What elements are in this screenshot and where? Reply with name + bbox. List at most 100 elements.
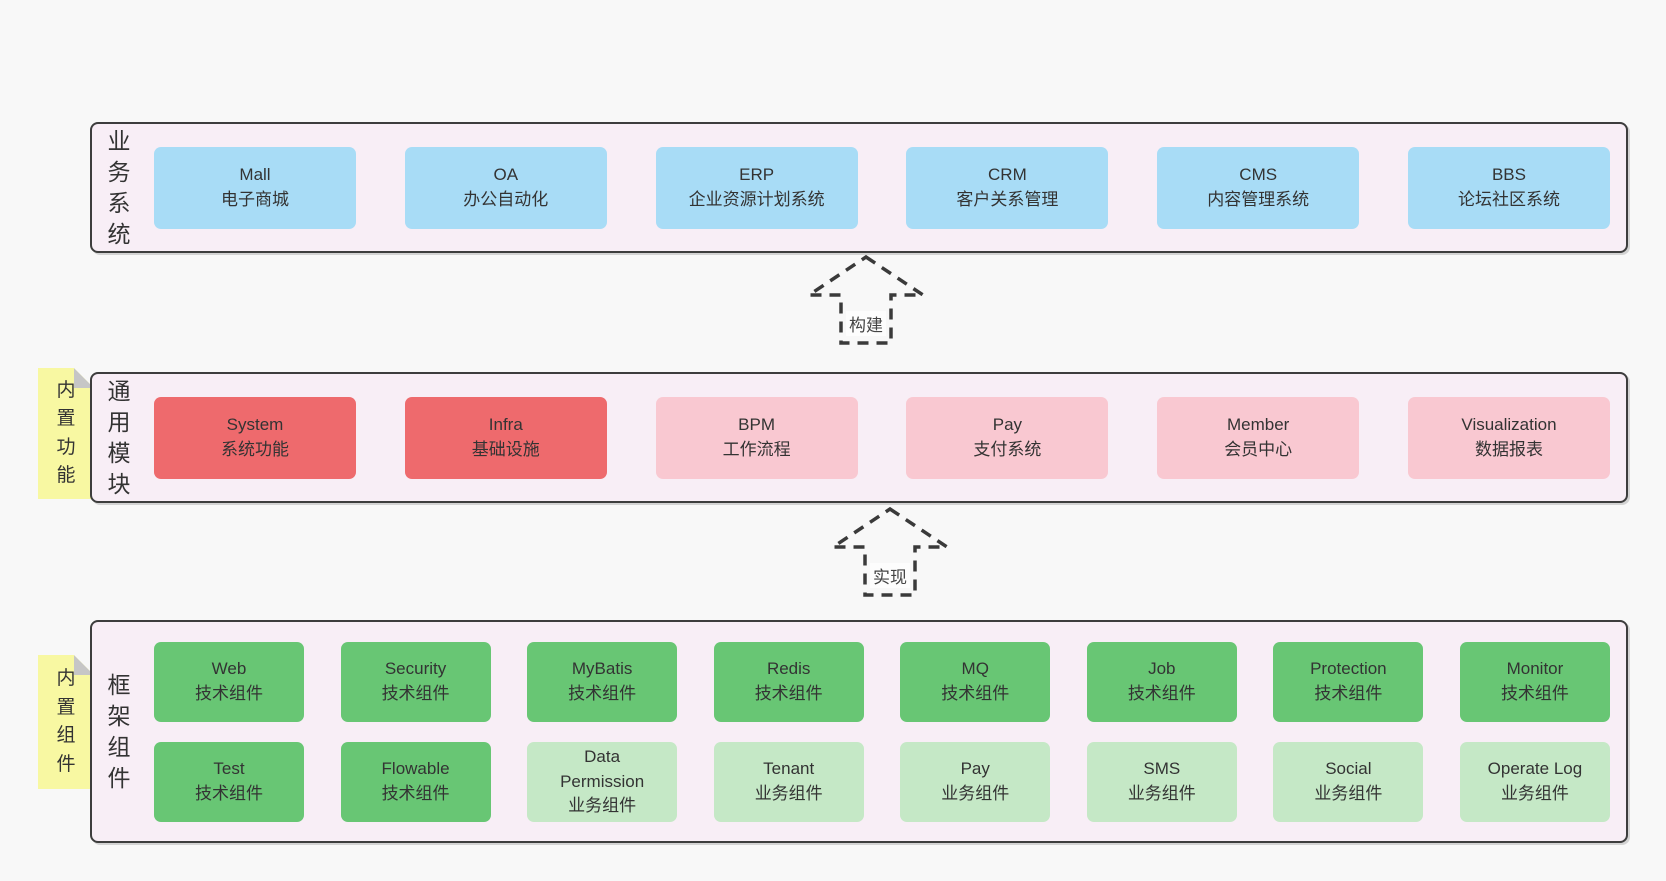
box-security: Security 技术组件 (340, 642, 491, 722)
business-systems-panel: 业务系统 Mall 电子商城 OA 办公自动化 ERP 企业资源计划系统 CRM… (90, 122, 1628, 253)
panel-title: 业务系统 (107, 127, 131, 247)
box-crm: CRM 客户关系管理 (906, 146, 1109, 229)
box-name: Visualization (1461, 414, 1557, 434)
panel-title: 通用模块 (107, 377, 131, 497)
box-row: System 系统功能 Infra 基础设施 BPM 工作流程 Pay 支付系统… (154, 374, 1610, 501)
box-subtitle: 业务组件 (1127, 784, 1196, 803)
box-name: Monitor (1506, 659, 1564, 679)
box-erp: ERP 企业资源计划系统 (655, 146, 858, 229)
box-name: Pay (992, 414, 1023, 434)
box-subtitle: 客户关系管理 (956, 189, 1059, 209)
box-test: Test 技术组件 (154, 742, 304, 822)
box-subtitle: 基础设施 (471, 439, 540, 459)
box-tenant: Tenant 业务组件 (713, 742, 864, 822)
box-subtitle: 技术组件 (381, 684, 450, 703)
box-mybatis: MyBatis 技术组件 (527, 642, 678, 722)
box-member: Member 会员中心 (1157, 396, 1360, 479)
box-job: Job 技术组件 (1086, 642, 1237, 722)
box-system: System 系统功能 (154, 396, 356, 479)
framework-components-panel: 框架组件 Web 技术组件 Security 技术组件 MyBatis 技术组件… (90, 620, 1628, 843)
box-name: Social (1325, 759, 1372, 779)
box-subtitle: 业务组件 (754, 784, 823, 803)
sticky-note-label: 内置功能 (56, 379, 76, 486)
box-subtitle: 业务组件 (1314, 784, 1383, 803)
box-cms: CMS 内容管理系统 (1157, 146, 1360, 229)
box-subtitle: 会员中心 (1224, 439, 1293, 459)
up-arrow-icon (806, 254, 926, 345)
box-name: Mall (239, 164, 271, 184)
box-subtitle: 企业资源计划系统 (688, 189, 825, 209)
arrow-label: 实现 (870, 563, 910, 588)
box-pay-component: Pay 业务组件 (900, 742, 1051, 822)
box-row: Mall 电子商城 OA 办公自动化 ERP 企业资源计划系统 CRM 客户关系… (154, 124, 1610, 251)
box-name: CRM (988, 164, 1027, 184)
box-name: Operate Log (1487, 759, 1583, 779)
box-subtitle: 技术组件 (1500, 684, 1569, 703)
box-name: Web (211, 659, 247, 679)
box-name: CMS (1239, 164, 1278, 184)
box-subtitle: 技术组件 (941, 684, 1010, 703)
box-subtitle: 系统功能 (221, 439, 289, 459)
box-monitor: Monitor 技术组件 (1459, 642, 1610, 722)
box-name: SMS (1143, 759, 1181, 779)
box-name: Job (1148, 659, 1176, 679)
box-subtitle: 技术组件 (568, 684, 637, 703)
box-subtitle: 业务组件 (1500, 784, 1569, 803)
box-subtitle: 工作流程 (722, 439, 791, 459)
box-subtitle: 内容管理系统 (1207, 189, 1310, 209)
box-subtitle: 电子商城 (221, 189, 289, 209)
box-name: Member (1227, 414, 1290, 434)
box-subtitle: 技术组件 (195, 784, 263, 803)
box-oa: OA 办公自动化 (404, 146, 607, 229)
box-subtitle: 支付系统 (973, 439, 1042, 459)
box-subtitle: 技术组件 (381, 784, 450, 803)
box-name: MQ (961, 659, 989, 679)
box-subtitle: 数据报表 (1474, 439, 1543, 459)
box-web: Web 技术组件 (154, 642, 304, 722)
box-data-permission: Data Permission 业务组件 (527, 742, 678, 822)
panel-title: 框架组件 (107, 671, 131, 791)
box-operate-log: Operate Log 业务组件 (1459, 742, 1610, 822)
box-name: Data Permission (560, 747, 645, 791)
build-arrow: 构建 (806, 254, 926, 346)
box-subtitle: 技术组件 (1314, 684, 1383, 703)
box-name: Infra (488, 414, 523, 434)
box-infra: Infra 基础设施 (404, 396, 607, 479)
box-flowable: Flowable 技术组件 (340, 742, 491, 822)
box-name: Tenant (763, 759, 815, 779)
box-redis: Redis 技术组件 (713, 642, 864, 722)
up-arrow-icon (830, 506, 950, 597)
box-subtitle: 技术组件 (1127, 684, 1196, 703)
arrow-label: 构建 (846, 311, 886, 336)
box-name: OA (493, 164, 519, 184)
box-name: BPM (738, 414, 776, 434)
sticky-note-builtin-components: 内置组件 (38, 655, 94, 789)
sticky-note-label: 内置组件 (56, 668, 76, 775)
box-name: Test (213, 759, 245, 779)
box-subtitle: 业务组件 (941, 784, 1010, 803)
box-subtitle: 论坛社区系统 (1457, 189, 1560, 209)
common-modules-panel: 通用模块 System 系统功能 Infra 基础设施 BPM 工作流程 Pay… (90, 372, 1628, 503)
box-protection: Protection 技术组件 (1273, 642, 1424, 722)
box-pay-system: Pay 支付系统 (906, 396, 1109, 479)
box-name: BBS (1491, 164, 1526, 184)
box-name: Flowable (381, 759, 450, 779)
sticky-note-builtin-features: 内置功能 (38, 368, 94, 499)
box-name: Protection (1310, 659, 1387, 679)
box-row: Test 技术组件 Flowable 技术组件 Data Permission … (154, 742, 1610, 822)
box-name: Redis (766, 659, 811, 679)
box-name: Security (384, 659, 447, 679)
box-social: Social 业务组件 (1273, 742, 1424, 822)
box-bpm: BPM 工作流程 (655, 396, 858, 479)
box-name: System (226, 414, 284, 434)
box-grid: Web 技术组件 Security 技术组件 MyBatis 技术组件 Redi… (154, 642, 1610, 822)
box-subtitle: 办公自动化 (463, 189, 549, 209)
box-name: Pay (960, 759, 990, 779)
box-subtitle: 技术组件 (195, 684, 263, 703)
box-subtitle: 技术组件 (754, 684, 823, 703)
box-mq: MQ 技术组件 (900, 642, 1051, 722)
box-row: Web 技术组件 Security 技术组件 MyBatis 技术组件 Redi… (154, 642, 1610, 722)
box-name: MyBatis (571, 659, 633, 679)
box-sms: SMS 业务组件 (1086, 742, 1237, 822)
